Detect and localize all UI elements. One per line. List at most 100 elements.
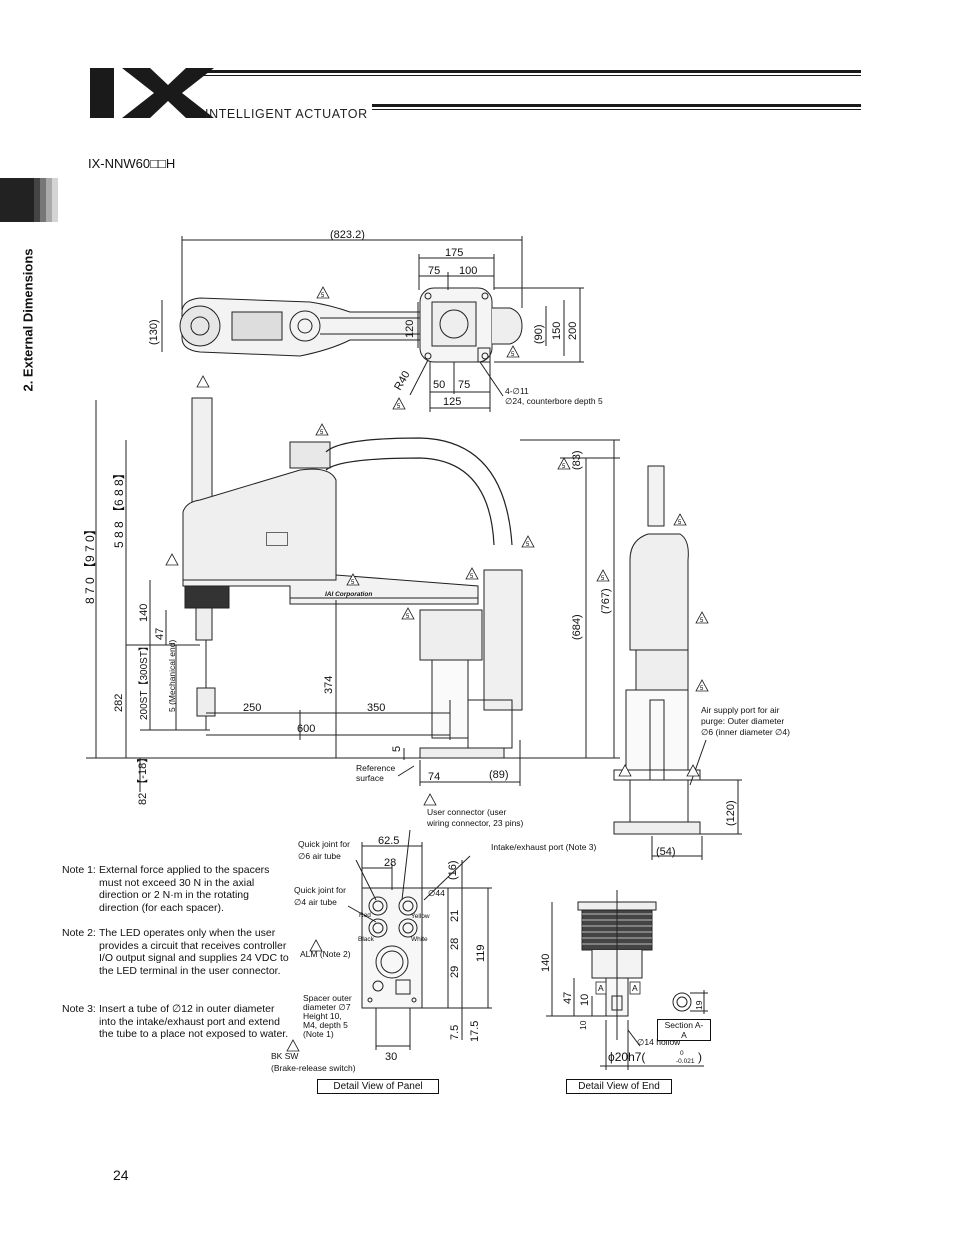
dim-175: 175 [445,247,463,259]
qj4-line1: Quick joint for [294,885,346,895]
svg-text:5: 5 [562,464,566,470]
end-dim-10b: 10 [578,1020,588,1030]
svg-text:5: 5 [470,574,474,580]
ref-surface-line2: surface [356,773,384,783]
dim-29: 29 [449,966,461,978]
dim-5: 5 [391,746,403,752]
end-dim-47: 47 [562,992,574,1004]
dim-7-5: 7.5 [449,1025,461,1040]
dim-200: 200 [567,322,579,340]
air-port-line3: ∅6 (inner diameter ∅4) [701,727,790,737]
dim-17-5: 17.5 [469,1021,481,1042]
dim-28-top: 28 [384,857,396,869]
shaft-tol-bot: -0.021 [676,1058,695,1065]
svg-text:5: 5 [700,686,704,692]
svg-text:5: 5 [526,542,530,548]
dim-5-mech: 5 (Mechanical end) [167,640,177,712]
svg-text:5: 5 [678,520,682,526]
arm-label: IAI Corporation [325,591,372,598]
dim-75: 75 [428,265,440,277]
color-white: White [411,936,428,943]
section-mark-a-left: A [598,983,604,993]
color-red: Red [359,912,371,919]
intake-label: Intake/exhaust port (Note 3) [491,842,597,852]
note-3: Note 3:Insert a tube of ∅12 in outer dia… [62,1003,289,1041]
dim-130: (130) [148,319,160,345]
svg-text:5: 5 [406,614,410,620]
holes-line1: 4-∅11 [505,386,529,396]
dim-870: 8 7 0 【9 7 0】 [83,523,97,604]
dim-600: 600 [297,723,315,735]
dim-21: 21 [449,910,461,922]
shaft-tol-top: 0 [680,1050,684,1057]
air-port-line1: Air supply port for air [701,705,780,715]
panel-caption: Detail View of Panel [317,1079,439,1094]
spacer-line5: (Note 1) [303,1029,334,1039]
holes-line2: ∅24, counterbore depth 5 [505,396,603,406]
note-2: Note 2:The LED operates only when the us… [62,927,289,977]
page-number: 24 [113,1167,129,1183]
dim-r40: R40 [392,369,412,392]
spacer-line4: M4, depth 5 [303,1020,348,1030]
end-dim-10: 10 [579,994,591,1006]
dim-588: 5 8 8 【6 8 8】 [112,467,126,548]
svg-text:5: 5 [601,576,605,582]
user-conn-line1: User connector (user [427,807,507,817]
dim-350: 350 [367,702,385,714]
top-view [161,236,584,412]
dim-100: 100 [459,265,477,277]
shaft-dim: ϕ20h7( [608,1050,645,1064]
user-conn-line2: wiring connector, 23 pins) [426,818,524,828]
dim-90: (90) [533,324,545,344]
color-black: Black [358,936,375,943]
front-view [613,465,742,860]
robot-logo [266,532,288,546]
end-caption: Detail View of End [566,1079,672,1094]
dim-200st: 200ST【300ST】 [138,641,150,720]
dim-75b: 75 [458,379,470,391]
brand-text: INTELLIGENT ACTUATOR [205,107,368,121]
model-title: IX-NNW60□□H [88,156,176,171]
dim-119: 119 [475,944,487,962]
qj6-line2: ∅6 air tube [298,851,341,861]
warning-numbers: 5 5 5 5 5 5 5 5 5 5 5 5 5 [320,293,704,692]
dim-74: 74 [428,771,440,783]
dim-89: (89) [489,769,509,781]
warning-triangles [165,286,709,1052]
spacer-line2: diameter ∅7 [303,1002,351,1012]
dim-62-5: 62.5 [378,835,399,847]
air-port-line2: purge: Outer diameter [701,716,784,726]
dim-767: (767) [600,588,612,614]
svg-text:5: 5 [320,430,324,436]
spacer-line1: Spacer outer [303,993,352,1003]
qj4-line2: ∅4 air tube [294,897,337,907]
end-detail [546,890,708,1070]
dim-44: ∅44 [428,888,445,898]
dim-282: 282 [113,694,125,712]
dim-28-side: 28 [449,938,461,950]
shaft-close: ) [698,1050,702,1064]
dim-120-front: (120) [725,800,737,826]
bksw-line1: BK SW [271,1051,298,1061]
dim-50: 50 [433,379,445,391]
dim-250: 250 [243,702,261,714]
dim-823: (823.2) [330,229,365,241]
dim-374: 374 [323,676,335,694]
ref-surface-line1: Reference [356,763,395,773]
hollow-label: ∅14 hollow [637,1037,681,1047]
dim-16: (16) [447,860,459,880]
svg-text:5: 5 [321,293,325,299]
dim-83: (83) [571,450,583,470]
dim-30: 30 [385,1051,397,1063]
spacer-line3: Height 10, [303,1011,342,1021]
panel-detail [347,829,492,1050]
end-dim-140: 140 [540,954,552,972]
end-dim-19: 19 [694,1000,704,1010]
bksw-line2: (Brake-release switch) [271,1063,356,1073]
svg-text:5: 5 [511,352,515,358]
alm-label: ALM (Note 2) [300,949,351,959]
section-caption: Section A-A [657,1019,711,1041]
qj6-line1: Quick joint for [298,839,350,849]
